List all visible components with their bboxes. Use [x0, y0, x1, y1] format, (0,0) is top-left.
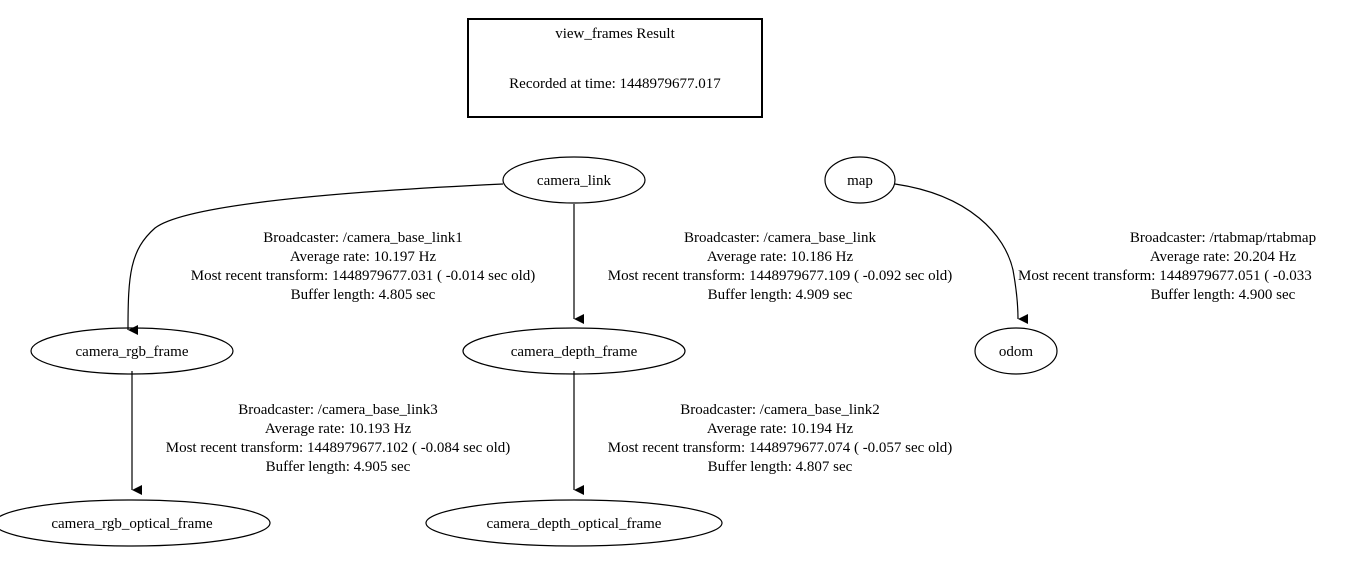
edge-recent-transform: Most recent transform: 1448979677.102 ( …: [166, 440, 511, 456]
edge-label-camera-link-to-rgb-frame: Broadcaster: /camera_base_link1 Average …: [191, 230, 536, 303]
node-camera-rgb-frame: camera_rgb_frame: [30, 327, 234, 375]
edge-buffer-length: Buffer length: 4.900 sec: [1151, 287, 1296, 303]
node-camera-depth-optical-frame: camera_depth_optical_frame: [425, 499, 723, 547]
node-label: camera_depth_frame: [511, 344, 638, 360]
edge-label-rgb-frame-to-rgb-optical: Broadcaster: /camera_base_link3 Average …: [166, 402, 511, 475]
node-label: camera_rgb_frame: [76, 344, 189, 360]
node-camera-link: camera_link: [502, 156, 646, 204]
node-camera-rgb-optical-frame: camera_rgb_optical_frame: [0, 499, 271, 547]
edge-camera-link-to-rgb-frame: [127, 183, 504, 336]
node-label: map: [847, 173, 873, 189]
edge-recent-transform: Most recent transform: 1448979677.031 ( …: [191, 268, 536, 284]
edge-recent-transform: Most recent transform: 1448979677.051 ( …: [1018, 268, 1312, 284]
edge-label-depth-frame-to-depth-optical: Broadcaster: /camera_base_link2 Average …: [608, 402, 953, 475]
result-header: view_frames Result Recorded at time: 144…: [467, 18, 763, 118]
edge-label-map-to-odom: Broadcaster: /rtabmap/rtabmap Average ra…: [1018, 230, 1316, 303]
edge-buffer-length: Buffer length: 4.905 sec: [266, 459, 411, 475]
edge-broadcaster: Broadcaster: /camera_base_link2: [680, 402, 880, 418]
result-title: view_frames Result: [555, 26, 675, 42]
edge-average-rate: Average rate: 10.194 Hz: [707, 421, 854, 437]
edge-buffer-length: Buffer length: 4.909 sec: [708, 287, 853, 303]
edge-recent-transform: Most recent transform: 1448979677.074 ( …: [608, 440, 953, 456]
edge-broadcaster: Broadcaster: /camera_base_link1: [263, 230, 463, 246]
node-label: camera_depth_optical_frame: [487, 516, 662, 532]
edge-broadcaster: Broadcaster: /rtabmap/rtabmap: [1130, 230, 1316, 246]
edge-broadcaster: Broadcaster: /camera_base_link3: [238, 402, 438, 418]
edge-buffer-length: Buffer length: 4.805 sec: [291, 287, 436, 303]
recorded-time: Recorded at time: 1448979677.017: [509, 76, 721, 92]
edge-average-rate: Average rate: 20.204 Hz: [1150, 249, 1297, 265]
node-label: camera_rgb_optical_frame: [51, 516, 213, 532]
edge-label-camera-link-to-depth-frame: Broadcaster: /camera_base_link Average r…: [608, 230, 953, 303]
edge-buffer-length: Buffer length: 4.807 sec: [708, 459, 853, 475]
result-header-box: [467, 18, 763, 118]
edge-broadcaster: Broadcaster: /camera_base_link: [684, 230, 876, 246]
edge-average-rate: Average rate: 10.197 Hz: [290, 249, 437, 265]
edge-average-rate: Average rate: 10.186 Hz: [707, 249, 854, 265]
edge-recent-transform: Most recent transform: 1448979677.109 ( …: [608, 268, 953, 284]
edge-map-to-odom: [894, 183, 1029, 324]
node-map: map: [824, 156, 896, 204]
node-odom: odom: [974, 327, 1058, 375]
edge-average-rate: Average rate: 10.193 Hz: [265, 421, 412, 437]
node-label: odom: [999, 344, 1034, 360]
node-label: camera_link: [537, 173, 612, 189]
node-camera-depth-frame: camera_depth_frame: [462, 327, 686, 375]
